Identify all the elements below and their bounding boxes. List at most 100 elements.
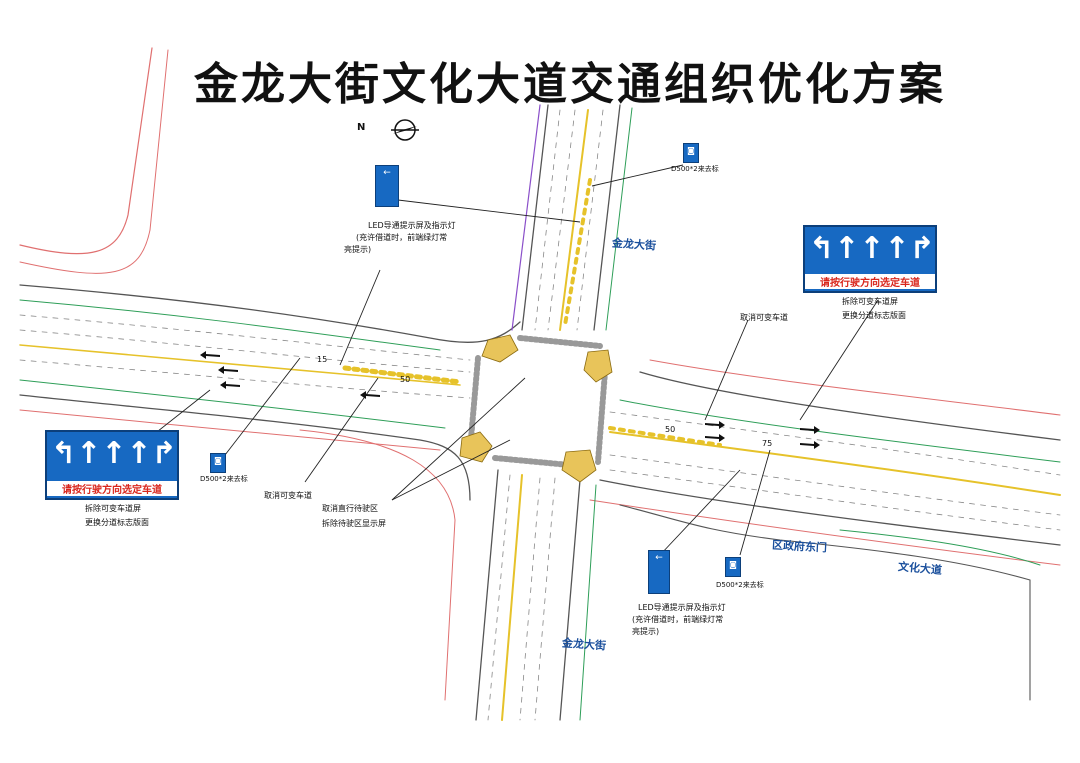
lane-arrow bbox=[360, 391, 380, 399]
lane-arrows-icon: ↰↑↑↑↱ bbox=[809, 231, 935, 266]
compass-symbol bbox=[391, 119, 419, 141]
page-title: 金龙大街文化大道交通组织优化方案 bbox=[194, 59, 946, 110]
jinlong-south-east-edge bbox=[559, 479, 581, 721]
led-top-line3: 亮提示) bbox=[344, 245, 372, 254]
waiting-area-east bbox=[608, 426, 722, 447]
led-sign-top: ← bbox=[375, 165, 399, 207]
led-sign-bottom: ← bbox=[648, 550, 670, 594]
code-left: D500*2来去标 bbox=[200, 475, 248, 483]
leader-waiting bbox=[391, 377, 526, 501]
lane-dash bbox=[487, 474, 511, 721]
leader-code-top bbox=[591, 164, 684, 187]
camera-icon: ◙ bbox=[214, 456, 222, 465]
leader-led-bottom bbox=[659, 469, 741, 556]
leader-waiting-2 bbox=[391, 439, 511, 501]
lane-arrow bbox=[705, 434, 725, 442]
leader-led-top bbox=[397, 199, 581, 223]
curb-sw bbox=[299, 429, 456, 701]
wenhua-east-yellow bbox=[609, 431, 1061, 496]
compass-n-label: N bbox=[357, 122, 366, 133]
lane-arrows-icon: ↰↑↑↑↱ bbox=[51, 436, 177, 471]
left-arrow-icon: ← bbox=[383, 168, 391, 178]
lane-dash bbox=[19, 329, 471, 373]
small-sign-top: ◙ bbox=[683, 143, 699, 163]
waiting-area-north bbox=[563, 178, 592, 327]
camera-icon: ◙ bbox=[687, 146, 695, 155]
curb-se-inner bbox=[839, 529, 1041, 566]
jinlong-south-yellow bbox=[501, 474, 523, 721]
wenhua-south-green bbox=[19, 379, 446, 429]
small-sign-left: ◙ bbox=[210, 453, 226, 473]
lane-dash bbox=[576, 109, 604, 331]
lane-dash bbox=[534, 477, 556, 721]
lane-guidance-sign-right: ↰↑↑↑↱ 请按行驶方向选定车道 bbox=[803, 225, 937, 293]
jinlong-north-east-green bbox=[605, 107, 633, 331]
curb-nw-inner bbox=[19, 49, 169, 274]
wenhua-east-north-red bbox=[649, 359, 1061, 416]
code-top: D500*2来去标 bbox=[671, 165, 719, 173]
lane-dash bbox=[19, 314, 471, 361]
lane-guidance-sign-left: ↰↑↑↑↱ 请按行驶方向选定车道 bbox=[45, 430, 179, 500]
wenhua-south-edge bbox=[19, 394, 471, 501]
wenhua-west-yellow bbox=[19, 344, 461, 386]
crosswalk-east bbox=[595, 369, 608, 465]
sign-right-note2: 更换分道标志版面 bbox=[842, 311, 906, 320]
lane-dash bbox=[609, 454, 1061, 516]
lane-arrow bbox=[218, 366, 238, 374]
sign-left-caption: 请按行驶方向选定车道 bbox=[47, 481, 177, 496]
island-se bbox=[561, 449, 597, 483]
sign-left-note2: 更换分道标志版面 bbox=[85, 518, 149, 527]
cancel-variable-left: 取消可变车道 bbox=[264, 491, 312, 500]
cancel-variable-right: 取消可变车道 bbox=[740, 313, 788, 322]
lane-arrow bbox=[200, 351, 220, 359]
camera-icon: ◙ bbox=[729, 560, 737, 569]
marking-50-left: 50 bbox=[400, 375, 411, 384]
jinlong-south-east-green bbox=[579, 484, 597, 721]
small-sign-bottom: ◙ bbox=[725, 557, 741, 577]
lane-dash bbox=[609, 411, 1061, 476]
road-label-jinlong-south: 金龙大街 bbox=[561, 636, 607, 653]
marking-15: 15 bbox=[317, 355, 328, 364]
lane-arrow bbox=[800, 426, 820, 434]
lane-arrow bbox=[220, 381, 240, 389]
wenhua-north-edge bbox=[19, 284, 521, 344]
wenhua-east-south-edge bbox=[599, 479, 1061, 546]
leader-cancel-right bbox=[704, 319, 749, 421]
cancel-waiting-2: 拆除待驶区显示屏 bbox=[322, 519, 386, 528]
led-top-line1: LED导通提示屏及指示灯 bbox=[368, 221, 456, 230]
lane-arrow bbox=[800, 441, 820, 449]
crosswalk-north bbox=[517, 335, 603, 349]
lane-arrow bbox=[705, 421, 725, 429]
lane-dash bbox=[609, 469, 1061, 531]
wenhua-south-red bbox=[19, 409, 441, 451]
wenhua-north-edge-green bbox=[19, 299, 441, 351]
curb-se bbox=[619, 504, 1031, 701]
code-bottom: D500*2来去标 bbox=[716, 581, 764, 589]
wenhua-east-north-edge bbox=[639, 371, 1061, 441]
jinlong-north-east-edge bbox=[593, 104, 621, 331]
island-nw bbox=[481, 334, 519, 363]
jinlong-north-west-edge bbox=[521, 104, 549, 331]
jinlong-south-west-edge bbox=[475, 469, 499, 721]
leader-led-top-2 bbox=[339, 269, 381, 366]
sign-left-note1: 拆除可变车道屏 bbox=[85, 504, 141, 513]
island-sw bbox=[459, 431, 493, 463]
marking-75: 75 bbox=[762, 439, 773, 448]
led-bottom-line3: 亮提示) bbox=[632, 627, 660, 636]
lane-dash bbox=[534, 109, 561, 331]
leader-right-sign bbox=[799, 299, 879, 421]
lane-dash bbox=[19, 359, 471, 399]
road-label-jinlong-north: 金龙大街 bbox=[611, 236, 657, 253]
jinlong-north-west-purple bbox=[511, 104, 541, 331]
led-bottom-line1: LED导通提示屏及指示灯 bbox=[638, 603, 726, 612]
sign-right-note1: 拆除可变车道屏 bbox=[842, 297, 898, 306]
island-ne bbox=[583, 349, 613, 383]
leader-code-bottom bbox=[739, 449, 771, 556]
led-bottom-line2: (充许借道时，前端绿灯常 bbox=[632, 615, 724, 624]
leader-cancel-left bbox=[304, 377, 379, 483]
left-arrow-icon: ← bbox=[655, 553, 663, 563]
waiting-area-west bbox=[342, 365, 463, 385]
wenhua-east-south-red bbox=[589, 499, 1061, 566]
led-top-line2: (充许借道时，前端绿灯常 bbox=[356, 233, 448, 242]
